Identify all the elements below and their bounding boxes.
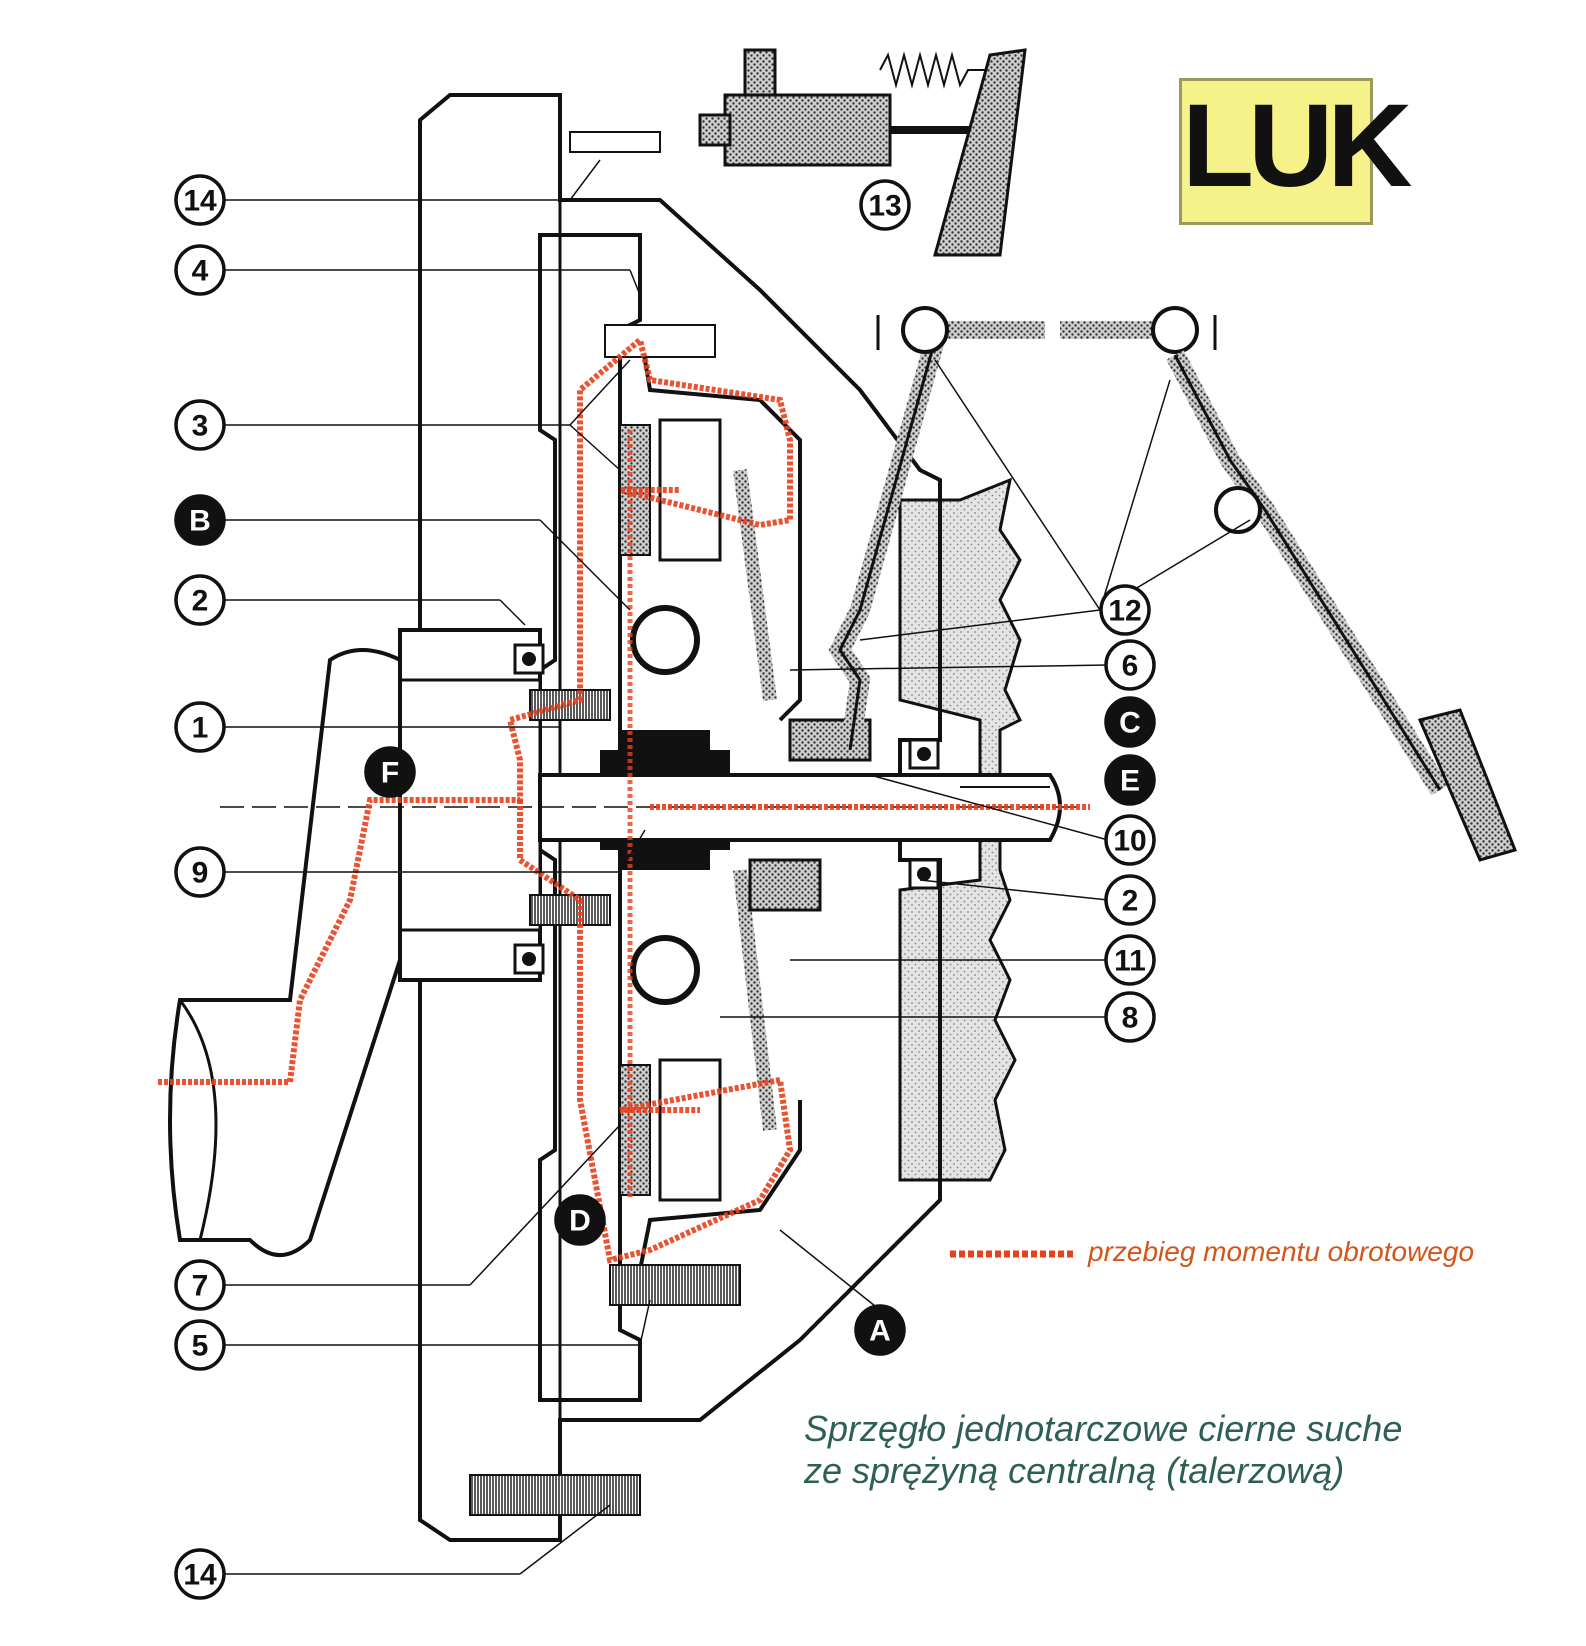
diaphragm-spring-lower — [733, 869, 777, 1131]
callout-label-F: F — [381, 757, 399, 790]
callout-label-E: E — [1120, 765, 1140, 798]
callout-10: 10 — [1104, 814, 1156, 866]
callout-14-top: 14 — [174, 174, 226, 226]
diaphragm-spring-upper — [733, 469, 777, 701]
callout-8: 8 — [1104, 991, 1156, 1043]
damper-spring-lower — [630, 935, 700, 1005]
callout-label-A: A — [869, 1315, 891, 1348]
callout-label-B: B — [189, 505, 211, 538]
callout-marker-C — [1104, 696, 1156, 748]
callout-D: D — [554, 1194, 606, 1246]
diagram-caption-line-2: ze sprężyną centralną (talerzową) — [804, 1450, 1345, 1491]
callout-F: F — [364, 746, 416, 798]
callout-marker-6 — [1104, 639, 1156, 691]
callout-label-D: D — [569, 1205, 591, 1238]
callout-label-14-top: 14 — [183, 185, 217, 218]
callout-label-5: 5 — [192, 1330, 209, 1363]
callout-marker-B — [174, 494, 226, 546]
luk-logo-text: LUK — [1182, 80, 1413, 212]
callout-marker-12 — [1099, 584, 1151, 636]
bolt-bottom-cover — [609, 1264, 741, 1306]
callout-4: 4 — [174, 244, 226, 296]
callout-label-9: 9 — [192, 857, 209, 890]
callout-5: 5 — [174, 1319, 226, 1371]
callout-label-2-right: 2 — [1122, 885, 1139, 918]
callout-6: 6 — [1104, 639, 1156, 691]
torque-flow-path — [158, 334, 793, 1085]
pressure-plate-lower — [658, 1058, 722, 1202]
bolt-top — [569, 131, 661, 153]
master-cylinder — [723, 93, 892, 167]
callout-12: 12 — [1099, 584, 1151, 636]
callout-label-14-bottom: 14 — [183, 1559, 217, 1592]
callout-A: A — [854, 1304, 906, 1356]
callout-E: E — [1104, 754, 1156, 806]
friction-lining-lower — [619, 1064, 651, 1196]
callout-label-6: 6 — [1122, 650, 1139, 683]
callout-marker-D — [554, 1194, 606, 1246]
callout-label-10: 10 — [1113, 825, 1146, 858]
callout-3: 3 — [174, 399, 226, 451]
callout-label-4: 4 — [192, 255, 209, 288]
callout-group: 14 4 3B 2 1F 9D 7 5 14 13 12 6CE 10 2 11 8A — [174, 174, 1156, 1600]
callout-marker-2-right — [1104, 874, 1156, 926]
damper-spring-upper — [630, 605, 700, 675]
callout-label-1: 1 — [192, 712, 209, 745]
callout-marker-14-bottom — [174, 1548, 226, 1600]
callout-marker-11 — [1104, 934, 1156, 986]
bolt-bottom-housing — [469, 1474, 641, 1516]
callout-marker-F — [364, 746, 416, 798]
callout-marker-5 — [174, 1319, 226, 1371]
callout-marker-14-top — [174, 174, 226, 226]
callout-marker-13 — [859, 179, 911, 231]
callout-11: 11 — [1104, 934, 1156, 986]
return-spring — [879, 51, 1000, 89]
callout-marker-7 — [174, 1259, 226, 1311]
callout-label-12: 12 — [1108, 595, 1141, 628]
callout-label-3: 3 — [192, 410, 209, 443]
pedal-pad — [1417, 708, 1517, 862]
callout-marker-A — [854, 1304, 906, 1356]
callout-2-left: 2 — [174, 574, 226, 626]
callout-marker-2-left — [174, 574, 226, 626]
pedal-arm-top — [933, 48, 1027, 257]
torque-legend-label: przebieg momentu obrotowego — [1088, 1236, 1475, 1267]
callout-1: 1 — [174, 701, 226, 753]
callout-label-2-left: 2 — [192, 585, 209, 618]
callout-2-right: 2 — [1104, 874, 1156, 926]
callout-C: C — [1104, 696, 1156, 748]
gearbox-housing — [898, 477, 1023, 1182]
callout-marker-8 — [1104, 991, 1156, 1043]
callout-marker-1 — [174, 701, 226, 753]
callout-marker-3 — [174, 399, 226, 451]
callout-label-8: 8 — [1122, 1002, 1139, 1035]
callout-7: 7 — [174, 1259, 226, 1311]
callout-marker-10 — [1104, 814, 1156, 866]
callout-13: 13 — [859, 179, 911, 231]
callout-marker-9 — [174, 846, 226, 898]
callout-label-11: 11 — [1114, 945, 1146, 978]
callout-label-C: C — [1119, 707, 1141, 740]
callout-9: 9 — [174, 846, 226, 898]
luk-logo: LUK — [1179, 78, 1413, 225]
callout-marker-4 — [174, 244, 226, 296]
callout-marker-E — [1104, 754, 1156, 806]
callout-14-bottom: 14 — [174, 1548, 226, 1600]
callout-B: B — [174, 494, 226, 546]
callout-label-7: 7 — [192, 1270, 209, 1303]
callout-label-13: 13 — [868, 190, 901, 223]
crankshaft — [168, 648, 402, 1257]
diagram-caption-line-1: Sprzęgło jednotarczowe cierne suche — [804, 1408, 1403, 1449]
